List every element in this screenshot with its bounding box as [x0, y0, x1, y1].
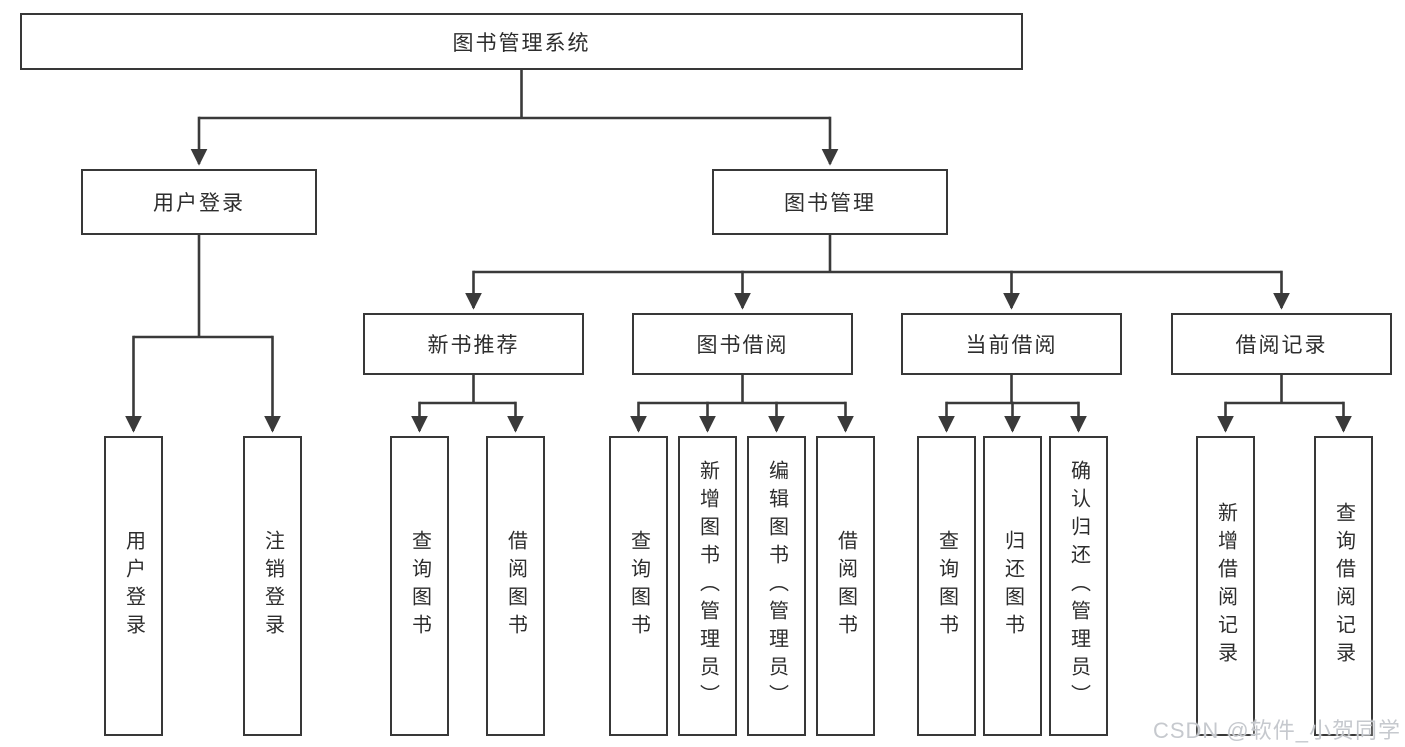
leaf-edit-book-admin-label: 编辑图书（管理员） [765, 460, 788, 712]
leaf-query-borrow-record: 查询借阅记录 [1314, 436, 1373, 736]
leaf-query-books-borrow-label: 查询图书 [627, 530, 650, 642]
leaf-confirm-return-admin-label: 确认归还（管理员） [1067, 460, 1090, 712]
leaf-confirm-return-admin: 确认归还（管理员） [1049, 436, 1108, 736]
leaf-query-books-recommend: 查询图书 [390, 436, 449, 736]
leaf-add-borrow-record: 新增借阅记录 [1196, 436, 1255, 736]
node-borrow-records-label: 借阅记录 [1235, 334, 1328, 357]
node-borrow-records: 借阅记录 [1171, 313, 1392, 375]
leaf-add-borrow-record-label: 新增借阅记录 [1214, 502, 1237, 670]
node-current-borrow: 当前借阅 [901, 313, 1122, 375]
leaf-query-books-recommend-label: 查询图书 [408, 530, 431, 642]
node-book-management-label: 图书管理 [784, 192, 876, 215]
node-new-book-recommend: 新书推荐 [363, 313, 584, 375]
leaf-add-book-admin: 新增图书（管理员） [678, 436, 737, 736]
leaf-borrow-books-label: 借阅图书 [834, 530, 857, 642]
leaf-query-books-borrow: 查询图书 [609, 436, 668, 736]
node-current-borrow-label: 当前借阅 [965, 334, 1058, 357]
node-book-borrow-label: 图书借阅 [696, 334, 789, 357]
leaf-return-book-label: 归还图书 [1001, 530, 1024, 642]
node-book-management: 图书管理 [712, 169, 948, 235]
leaf-query-books-current-label: 查询图书 [935, 530, 958, 642]
node-new-book-recommend-label: 新书推荐 [427, 334, 520, 357]
node-user-login-label: 用户登录 [153, 192, 245, 215]
leaf-logout-label: 注销登录 [261, 530, 284, 642]
leaf-add-book-admin-label: 新增图书（管理员） [696, 460, 719, 712]
leaf-borrow-books-recommend: 借阅图书 [486, 436, 545, 736]
leaf-query-borrow-record-label: 查询借阅记录 [1332, 502, 1355, 670]
node-library-system-label: 图书管理系统 [452, 31, 591, 55]
leaf-edit-book-admin: 编辑图书（管理员） [747, 436, 806, 736]
leaf-logout: 注销登录 [243, 436, 302, 736]
node-user-login: 用户登录 [81, 169, 317, 235]
watermark: CSDN @软件_小贺同学 [1152, 718, 1401, 743]
leaf-borrow-books-recommend-label: 借阅图书 [504, 530, 527, 642]
leaf-borrow-books: 借阅图书 [816, 436, 875, 736]
node-book-borrow: 图书借阅 [632, 313, 853, 375]
leaf-query-books-current: 查询图书 [917, 436, 976, 736]
node-library-system: 图书管理系统 [20, 13, 1023, 70]
leaf-return-book: 归还图书 [983, 436, 1042, 736]
leaf-user-login-label: 用户登录 [122, 530, 145, 642]
leaf-user-login: 用户登录 [104, 436, 163, 736]
